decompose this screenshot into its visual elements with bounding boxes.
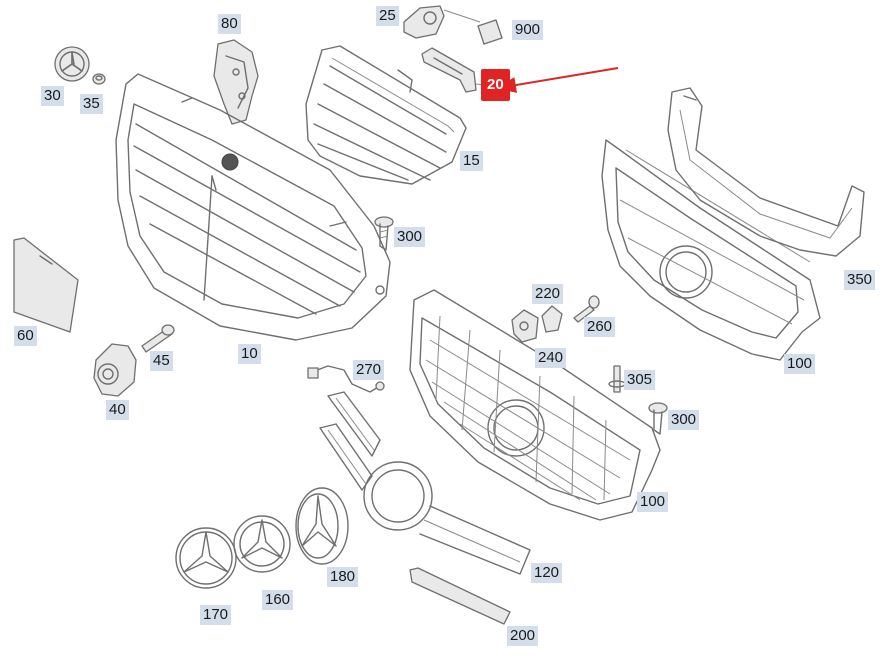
callout-160[interactable]: 160: [262, 590, 294, 610]
callout-80[interactable]: 80: [218, 14, 241, 34]
callout-900[interactable]: 900: [512, 20, 544, 40]
upper-grille-15[interactable]: [305, 45, 467, 185]
callout-45[interactable]: 45: [150, 351, 173, 371]
star-emblem-160[interactable]: [233, 515, 291, 573]
chrome-bar-120[interactable]: [319, 391, 531, 575]
callout-270[interactable]: 270: [353, 360, 385, 380]
callout-35[interactable]: 35: [80, 94, 103, 114]
cable-270[interactable]: [307, 365, 385, 393]
star-emblem-170[interactable]: [175, 527, 237, 589]
callout-100-center[interactable]: 100: [637, 492, 669, 512]
callout-300-right[interactable]: 300: [668, 410, 700, 430]
trim-strip-20[interactable]: [421, 47, 477, 93]
callout-260[interactable]: 260: [584, 317, 616, 337]
clip-220[interactable]: [541, 305, 563, 333]
callout-10[interactable]: 10: [238, 344, 261, 364]
trim-strip-200[interactable]: [409, 567, 511, 625]
callout-305[interactable]: 305: [624, 370, 656, 390]
callout-240[interactable]: 240: [535, 348, 567, 368]
highlight-arrow: [496, 67, 619, 93]
bolt-45[interactable]: [141, 324, 175, 353]
label-900[interactable]: [477, 19, 503, 45]
callout-30[interactable]: 30: [41, 86, 64, 106]
callout-100-right[interactable]: 100: [784, 354, 816, 374]
camera-40[interactable]: [93, 343, 137, 397]
sensor-25[interactable]: [403, 5, 481, 39]
radiator-grille-10[interactable]: [115, 73, 391, 341]
callout-60[interactable]: 60: [14, 326, 37, 346]
bracket-rail-350[interactable]: [667, 87, 865, 257]
callout-180[interactable]: 180: [327, 567, 359, 587]
callout-220[interactable]: 220: [532, 284, 564, 304]
callout-15[interactable]: 15: [460, 151, 483, 171]
cover-panel-60[interactable]: [13, 237, 79, 333]
screw-260[interactable]: [573, 295, 600, 323]
callout-300-top[interactable]: 300: [394, 227, 426, 247]
emblem-round-30[interactable]: [54, 46, 90, 82]
callout-200[interactable]: 200: [507, 626, 539, 646]
bracket-80[interactable]: [213, 39, 259, 125]
screw-300-top[interactable]: [374, 216, 394, 251]
star-emblem-180[interactable]: [295, 487, 349, 565]
pin-305[interactable]: [608, 365, 626, 393]
callout-350[interactable]: 350: [844, 270, 876, 290]
nut-35[interactable]: [92, 73, 106, 85]
callout-120[interactable]: 120: [531, 563, 563, 583]
callout-25[interactable]: 25: [376, 6, 399, 26]
clip-240[interactable]: [511, 309, 539, 343]
callout-170[interactable]: 170: [200, 605, 232, 625]
screw-300-right[interactable]: [648, 402, 668, 435]
callout-20-highlight[interactable]: 20: [481, 69, 510, 101]
callout-40[interactable]: 40: [106, 400, 129, 420]
grille-frame-100-right[interactable]: [601, 139, 821, 361]
